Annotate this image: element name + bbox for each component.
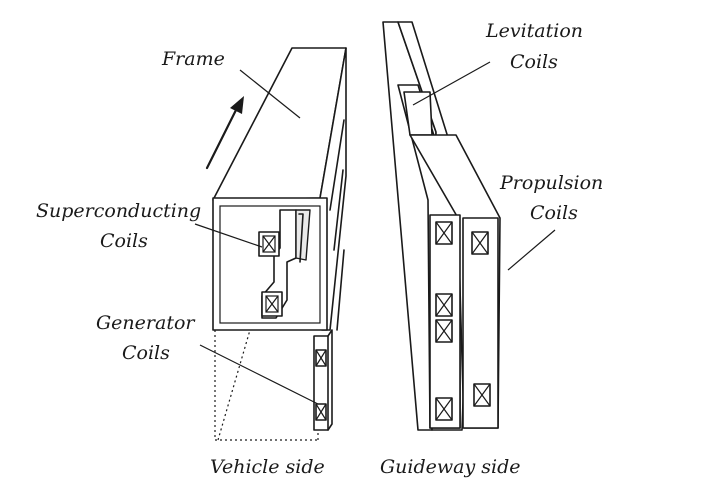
caption-vehicle-side: Vehicle side bbox=[210, 456, 325, 478]
vehicle-outline-dotted bbox=[215, 330, 318, 440]
label-frame: Frame bbox=[162, 48, 225, 70]
caption-guideway-side: Guideway side bbox=[380, 456, 521, 478]
guideway-wall bbox=[383, 22, 500, 430]
label-generator-line1: Generator bbox=[96, 312, 194, 334]
motion-arrow-head bbox=[230, 96, 244, 114]
label-superconducting-line1: Superconducting bbox=[36, 200, 201, 222]
label-levitation-line1: Levitation bbox=[486, 20, 583, 42]
motion-arrow-shaft bbox=[207, 110, 236, 168]
label-generator-line2: Coils bbox=[122, 342, 170, 364]
label-propulsion-line1: Propulsion bbox=[500, 172, 603, 194]
label-superconducting-line2: Coils bbox=[100, 230, 148, 252]
label-propulsion-line2: Coils bbox=[530, 202, 578, 224]
generator-coil-strip bbox=[314, 330, 332, 430]
label-levitation-line2: Coils bbox=[510, 51, 558, 73]
leader-generator bbox=[200, 345, 318, 404]
leader-propulsion bbox=[508, 230, 555, 270]
